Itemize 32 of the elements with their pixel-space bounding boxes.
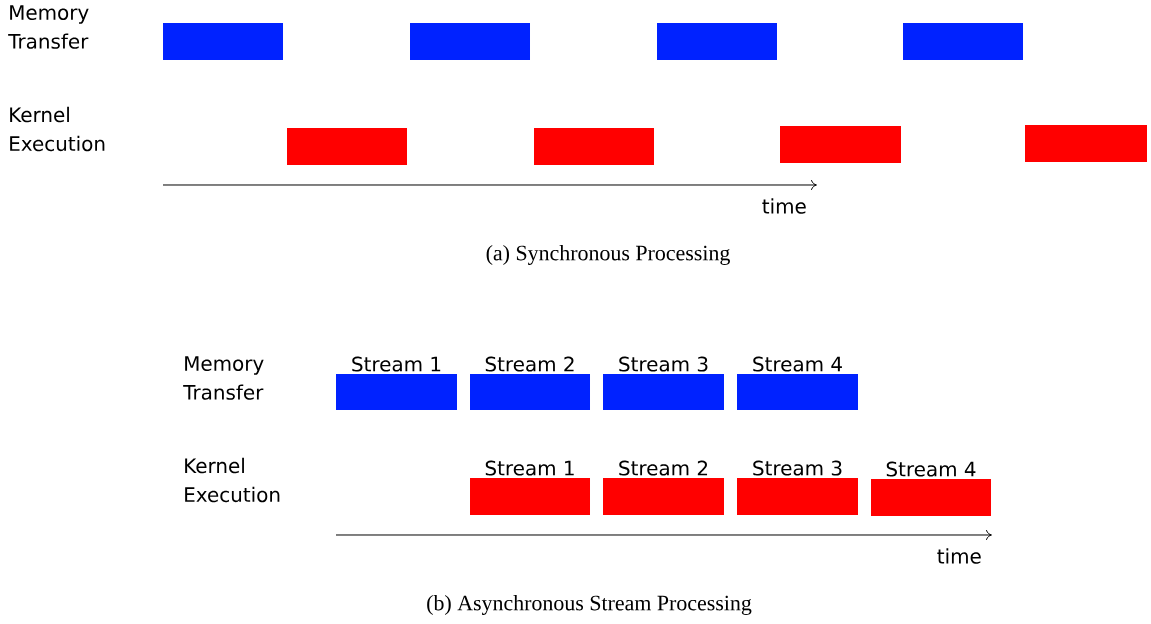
time-bar	[534, 128, 654, 165]
time-bar	[657, 23, 777, 60]
time-bar	[163, 23, 283, 60]
time-bar	[903, 23, 1023, 60]
time-bar	[1025, 125, 1147, 162]
node-label: Stream 3	[753, 460, 842, 476]
caption: (a) Synchronous Processing	[486, 245, 730, 265]
axis-label: time	[762, 198, 806, 214]
node-label: Stream 3	[619, 356, 708, 372]
stream-bar: Stream 3	[603, 356, 724, 410]
row-label: Memory Transfer	[8, 5, 89, 49]
node-label: Stream 1	[352, 356, 441, 372]
stream-bar: Stream 1	[470, 460, 590, 515]
node-label: Stream 2	[485, 356, 574, 372]
row-label: Kernel Execution	[185, 457, 280, 503]
stream-bar: Stream 3	[737, 460, 858, 515]
stream-bar: Stream 4	[737, 356, 858, 410]
node-label: Stream 4	[753, 356, 842, 372]
axis-label: time	[937, 548, 981, 564]
row-label: Kernel Execution	[10, 106, 105, 152]
row-label: Memory Transfer	[183, 356, 264, 400]
stream-bar: Stream 2	[470, 356, 590, 410]
stream-bar: Stream 4	[871, 461, 991, 516]
time-bar	[287, 128, 407, 165]
stream-bar: Stream 1	[336, 356, 457, 410]
stream-bar: Stream 2	[603, 460, 724, 515]
node-label: Stream 1	[485, 460, 574, 476]
caption: (b) Asynchronous Stream Processing	[427, 595, 752, 615]
node-label: Stream 4	[886, 461, 976, 477]
time-bar	[780, 126, 901, 163]
node-label: Stream 2	[619, 460, 708, 476]
time-bar	[410, 23, 530, 60]
